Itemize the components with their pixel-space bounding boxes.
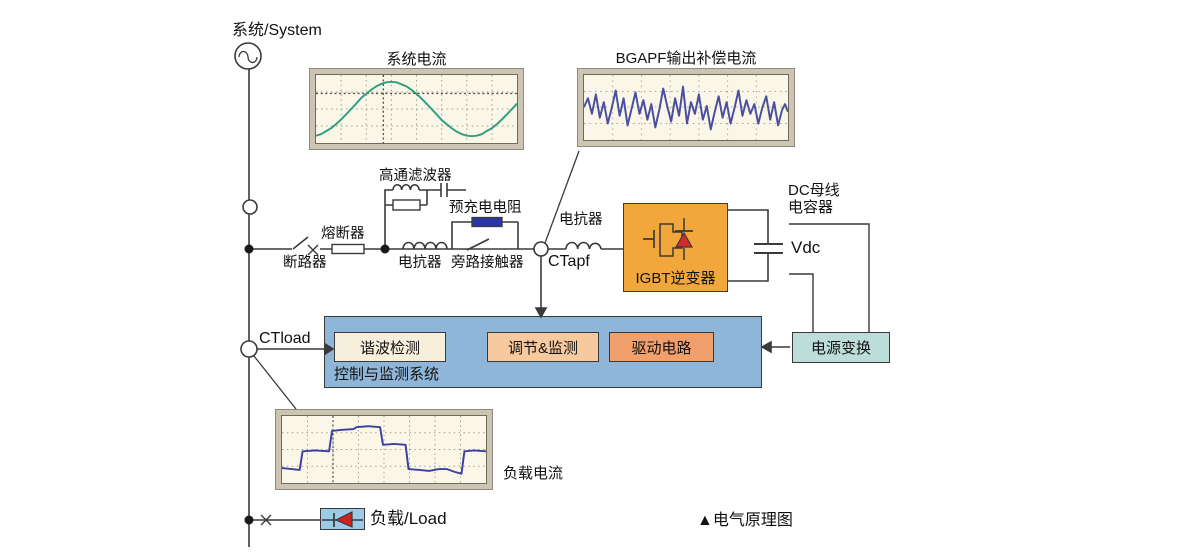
ct-apf-label: CTapf	[548, 253, 590, 270]
bus-measure-point-icon	[242, 199, 258, 215]
dc-bus-capacitor-label: DC母线 电容器	[788, 182, 840, 217]
ct-apf-icon	[533, 241, 549, 257]
precharge-resistor-label: 预充电电阻	[449, 200, 522, 216]
ct-load-label: CTload	[259, 330, 311, 347]
dc-bus-label-line2: 电容器	[788, 199, 834, 217]
ct-load-scope-link	[253, 355, 297, 410]
system-current-waveform	[316, 75, 517, 143]
ac-source-icon	[234, 42, 262, 70]
reactor-output-icon	[565, 241, 602, 250]
power-conversion-box: 电源变换	[792, 332, 890, 363]
igbt-inverter-label: IGBT逆变器	[635, 270, 716, 287]
ct-load-icon	[240, 340, 258, 358]
bypass-contactor-icon	[466, 238, 490, 251]
regulation-monitoring-label: 调节&监测	[507, 339, 578, 357]
load-branch-line	[249, 514, 320, 526]
reactor-output-label: 电抗器	[559, 212, 603, 228]
dc-bus-label-line1: DC母线	[788, 182, 840, 199]
precharge-resistor-icon	[451, 216, 519, 249]
apf-output-plot	[583, 74, 789, 141]
load-current-scope	[275, 409, 493, 490]
power-conversion-label: 电源变换	[810, 340, 871, 357]
figure-caption: ▲电气原理图	[697, 512, 793, 529]
control-system-box: 谐波检测 调节&监测 驱动电路 控制与监测系统	[324, 316, 762, 388]
load-box	[320, 508, 365, 530]
system-current-scope	[309, 68, 524, 150]
system-source-label: 系统/System	[232, 22, 322, 39]
reactor-main-icon	[402, 241, 448, 250]
fuse-label: 熔断器	[321, 226, 365, 242]
drive-circuit-module: 驱动电路	[609, 332, 714, 362]
igbt-inverter-box: IGBT逆变器	[623, 203, 728, 292]
harmonic-detection-module: 谐波检测	[334, 332, 446, 362]
load-current-plot	[281, 415, 487, 484]
system-current-scope-title: 系统电流	[386, 51, 447, 68]
system-current-plot	[315, 74, 518, 144]
load-label: 负载/Load	[370, 509, 447, 528]
load-current-scope-title: 负载电流	[503, 465, 564, 482]
regulation-monitoring-module: 调节&监测	[487, 332, 599, 362]
control-system-label: 控制与监测系统	[334, 366, 440, 383]
breaker-label: 断路器	[283, 255, 327, 271]
drive-circuit-label: 驱动电路	[631, 339, 692, 357]
apf-output-waveform	[584, 75, 788, 140]
bypass-contactor-label: 旁路接触器	[451, 255, 524, 271]
high-pass-filter-label: 高通滤波器	[379, 168, 452, 184]
ct-apf-scope-link	[544, 150, 580, 244]
breaker-icon	[292, 236, 319, 256]
reactor-main-label: 电抗器	[398, 255, 442, 271]
load-current-waveform	[282, 416, 486, 483]
power-to-drive-arrow	[760, 340, 790, 354]
vdc-label: Vdc	[791, 238, 821, 257]
fuse-icon	[331, 243, 365, 255]
apf-output-scope-title: BGAPF输出补偿电流	[615, 50, 757, 67]
apf-output-scope	[577, 68, 795, 147]
ct-apf-feedback-arrow	[534, 256, 548, 319]
dc-bus-capacitor-icon	[728, 209, 783, 282]
harmonic-detection-label: 谐波检测	[359, 339, 420, 357]
